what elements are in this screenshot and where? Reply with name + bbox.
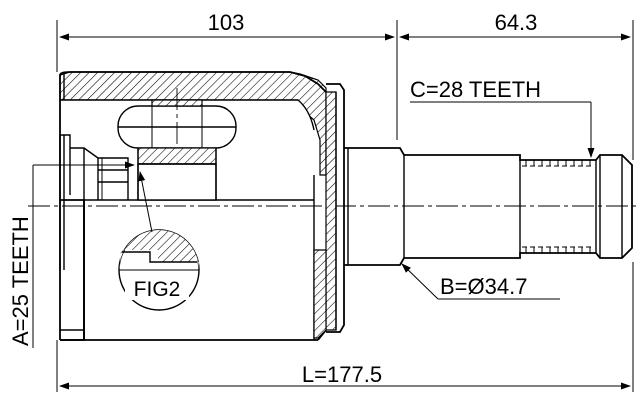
outer-race-housing <box>59 71 327 341</box>
stem-shaft <box>344 147 633 266</box>
callout-a-teeth: A=25 TEETH <box>8 161 135 348</box>
dimension-body-length-text: 103 <box>208 10 245 35</box>
fig2-detail: FIG2 <box>118 171 200 311</box>
callout-c-teeth: C=28 TEETH <box>410 77 595 158</box>
callout-a-teeth-text: A=25 TEETH <box>8 216 33 346</box>
callout-c-teeth-text: C=28 TEETH <box>410 77 541 102</box>
callout-b-diameter: B=Ø34.7 <box>401 263 560 300</box>
tripod-spider <box>117 88 237 201</box>
dimension-body-length: 103 <box>56 10 398 140</box>
dimension-stem-length-text: 64.3 <box>495 10 538 35</box>
flange-disc <box>313 83 345 339</box>
callout-b-diameter-text: B=Ø34.7 <box>440 274 527 299</box>
dimension-stem-length: 64.3 <box>399 10 634 160</box>
dimension-total-length: L=177.5 <box>56 262 634 392</box>
dimension-total-length-text: L=177.5 <box>302 362 382 387</box>
fig2-label: FIG2 <box>134 278 181 301</box>
